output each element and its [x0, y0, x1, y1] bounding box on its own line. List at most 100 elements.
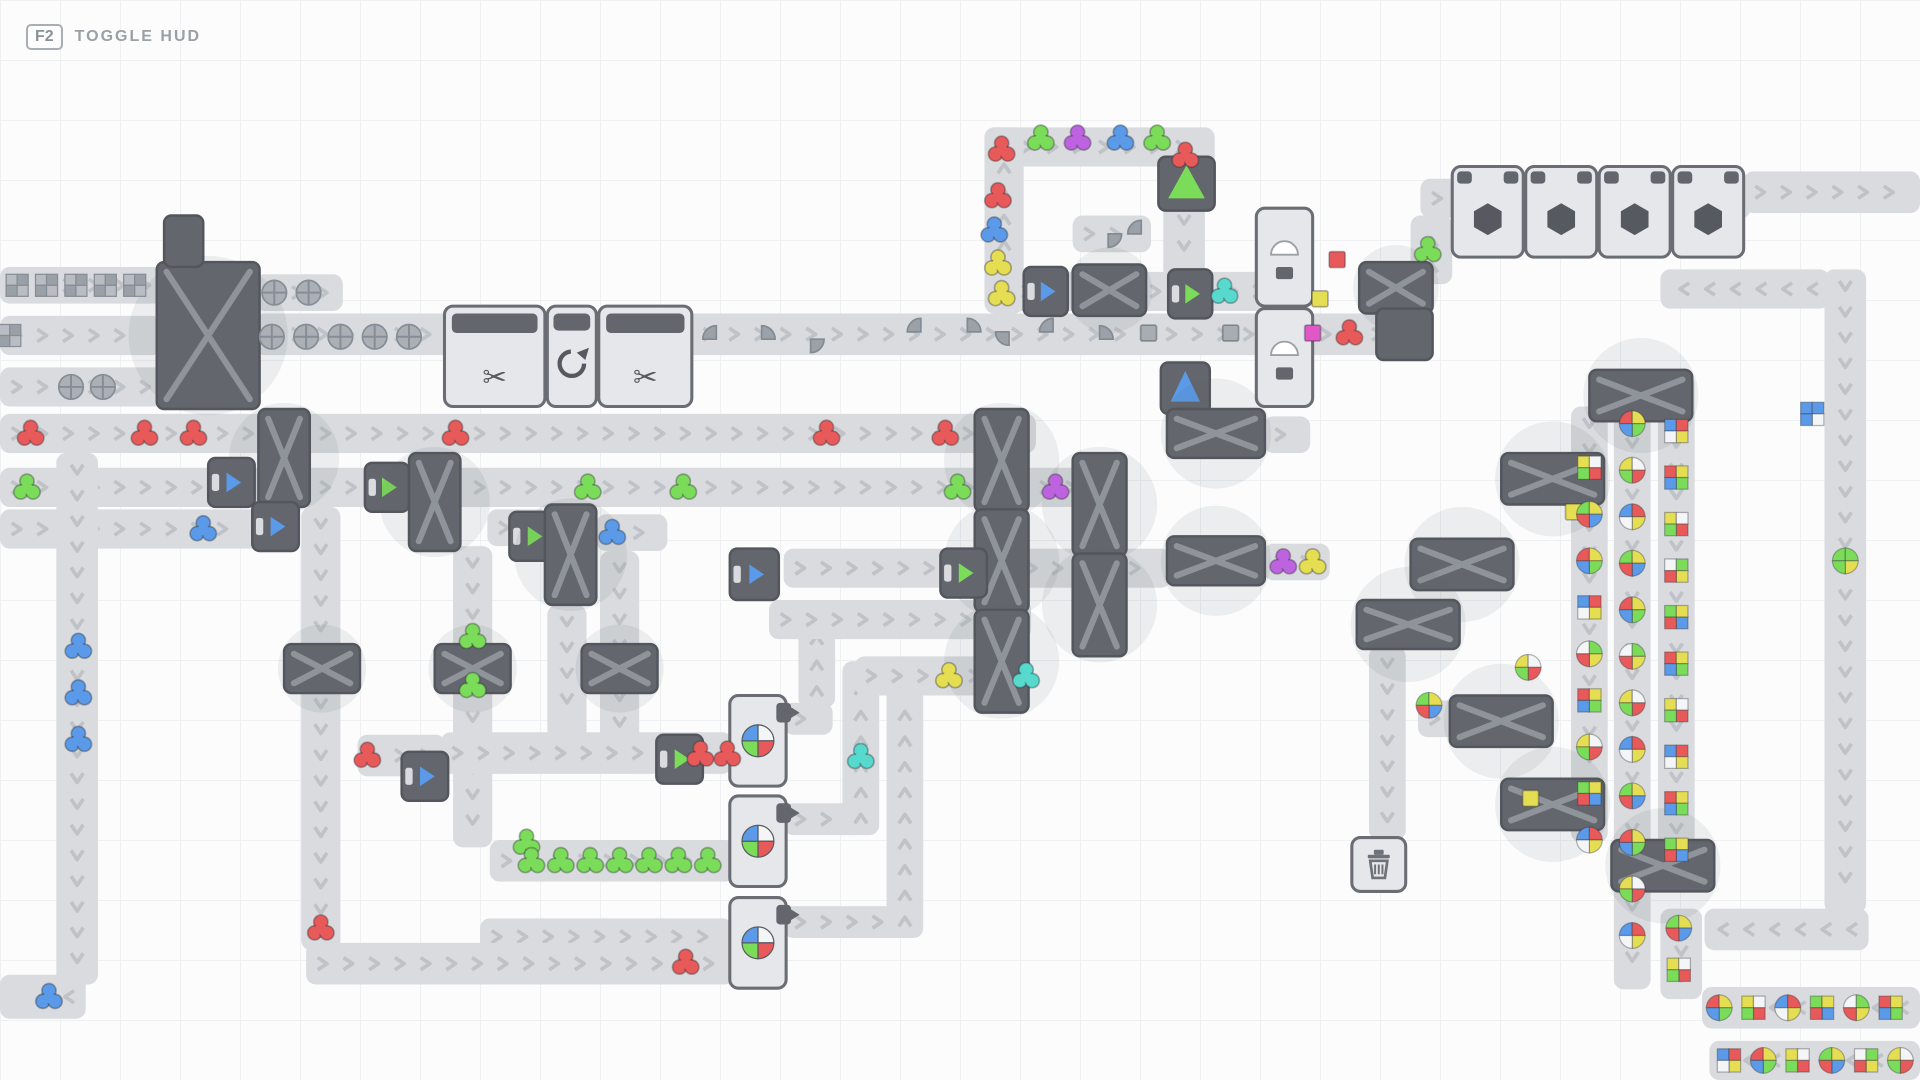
- stacker-building[interactable]: [1254, 307, 1315, 409]
- filter-building[interactable]: [363, 461, 411, 514]
- conveyor-belt[interactable]: [1743, 171, 1920, 214]
- shape-item-clover: [1335, 318, 1364, 346]
- conveyor-belt[interactable]: [783, 906, 907, 938]
- shape-item-pin: [1514, 653, 1542, 681]
- shape-item-pinsq: [1741, 995, 1766, 1021]
- shape-item-pinsq: [1664, 511, 1689, 537]
- conveyor-belt[interactable]: [0, 509, 260, 549]
- painter-building[interactable]: [1450, 165, 1525, 259]
- filter-building[interactable]: [1022, 265, 1069, 318]
- shape-item-clover: [16, 419, 45, 447]
- shape-item-clover: [1210, 277, 1239, 305]
- shape-item-q: [1098, 324, 1114, 341]
- conveyor-belt[interactable]: [56, 453, 98, 985]
- shape-item-pin: [1618, 828, 1646, 856]
- filter-building[interactable]: [939, 547, 989, 599]
- balancer-building[interactable]: [1042, 446, 1158, 563]
- shape-item-pin: [1842, 994, 1870, 1022]
- shape-item-q: [809, 338, 825, 354]
- shape-item-clover: [1041, 473, 1070, 500]
- shape-item-clover: [598, 518, 627, 546]
- shape-item-clover: [1026, 124, 1055, 151]
- shape-item-clover: [1171, 141, 1200, 169]
- conveyor-belt[interactable]: [1263, 416, 1311, 454]
- shape-item-pin: [1618, 503, 1646, 531]
- conveyor-belt[interactable]: [1163, 203, 1205, 280]
- painter-building[interactable]: [1524, 165, 1599, 259]
- mixer-building[interactable]: [728, 794, 800, 889]
- shape-item-clover: [812, 419, 841, 447]
- painter-building[interactable]: [1597, 165, 1672, 259]
- conveyor-belt[interactable]: [306, 942, 735, 985]
- shape-item-clover: [353, 741, 382, 769]
- shape-item-pinsq: [1577, 688, 1602, 713]
- trash-building[interactable]: [1350, 836, 1408, 893]
- conveyor-belt[interactable]: [1704, 908, 1869, 951]
- mixer-building[interactable]: [728, 896, 800, 990]
- shape-item-clover: [943, 473, 972, 500]
- balancer-building[interactable]: [1160, 505, 1272, 616]
- balancer-building[interactable]: [514, 498, 627, 612]
- balancer-building[interactable]: [1066, 247, 1153, 334]
- cutter-building[interactable]: ✂: [597, 304, 694, 409]
- shape-item-clover: [306, 914, 335, 941]
- shape-item-clover: [64, 632, 93, 660]
- filter-building[interactable]: [206, 456, 256, 509]
- shape-item-sq: [1521, 789, 1540, 808]
- filter-building[interactable]: [251, 500, 300, 553]
- shape-item-clover: [686, 740, 715, 767]
- cutter-building[interactable]: ✂: [442, 304, 547, 409]
- shape-item-pinsq: [1577, 455, 1602, 480]
- shape-item-q: [760, 324, 776, 341]
- balancer-building[interactable]: [1404, 506, 1520, 623]
- shape-item-cross: [261, 279, 288, 306]
- filter-building[interactable]: [400, 750, 450, 803]
- shape-item-pin: [1618, 782, 1646, 810]
- conveyor-belt[interactable]: [1824, 269, 1867, 914]
- balancer-building[interactable]: [1042, 547, 1158, 663]
- conveyor-belt[interactable]: [547, 604, 587, 740]
- balancer-building[interactable]: [1605, 808, 1721, 924]
- shape-item-pinsq: [1664, 744, 1689, 769]
- balancer-building[interactable]: [228, 402, 340, 514]
- conveyor-belt[interactable]: [254, 313, 1421, 356]
- conveyor-belt[interactable]: [1368, 646, 1406, 840]
- conveyor-belt[interactable]: [768, 600, 1032, 640]
- shape-item-clover: [130, 419, 159, 447]
- balancer-building[interactable]: [1443, 663, 1559, 779]
- filter-building[interactable]: [655, 733, 705, 785]
- balancer-building[interactable]: [1160, 378, 1272, 489]
- balancer-building[interactable]: [128, 255, 288, 416]
- balancer-building[interactable]: [277, 624, 367, 713]
- stacker-building[interactable]: [1254, 206, 1315, 308]
- rotator-building[interactable]: [545, 304, 598, 409]
- balancer-building[interactable]: [944, 402, 1060, 518]
- shape-item-cross: [361, 323, 388, 350]
- shape-item-clover: [634, 846, 664, 874]
- shape-item-clover: [441, 419, 470, 447]
- shape-item-pin: [1618, 735, 1646, 763]
- conveyor-belt[interactable]: [301, 506, 341, 951]
- filter-building[interactable]: [728, 547, 780, 602]
- painter-building[interactable]: [1671, 165, 1746, 259]
- shape-item-sq: [1303, 324, 1322, 342]
- machine-building[interactable]: [162, 214, 205, 269]
- shape-item-sq: [1221, 324, 1240, 342]
- shape-item-pinsq: [1800, 401, 1825, 427]
- shape-item-pinsq: [1716, 1048, 1742, 1073]
- balancer-building[interactable]: [1350, 566, 1466, 683]
- shape-item-wind: [5, 273, 29, 297]
- input-building[interactable]: [1159, 361, 1212, 416]
- balancer-building[interactable]: [379, 446, 490, 558]
- conveyor-belt[interactable]: [886, 661, 924, 938]
- conveyor-belt[interactable]: [1660, 269, 1830, 309]
- filter-building[interactable]: [1166, 268, 1214, 320]
- machine-building[interactable]: [1375, 307, 1434, 362]
- balancer-building[interactable]: [575, 624, 664, 713]
- balancer-building[interactable]: [944, 603, 1060, 719]
- shape-item-clover: [983, 181, 1013, 209]
- mixer-building[interactable]: [728, 693, 800, 788]
- shape-item-pin: [1575, 500, 1603, 528]
